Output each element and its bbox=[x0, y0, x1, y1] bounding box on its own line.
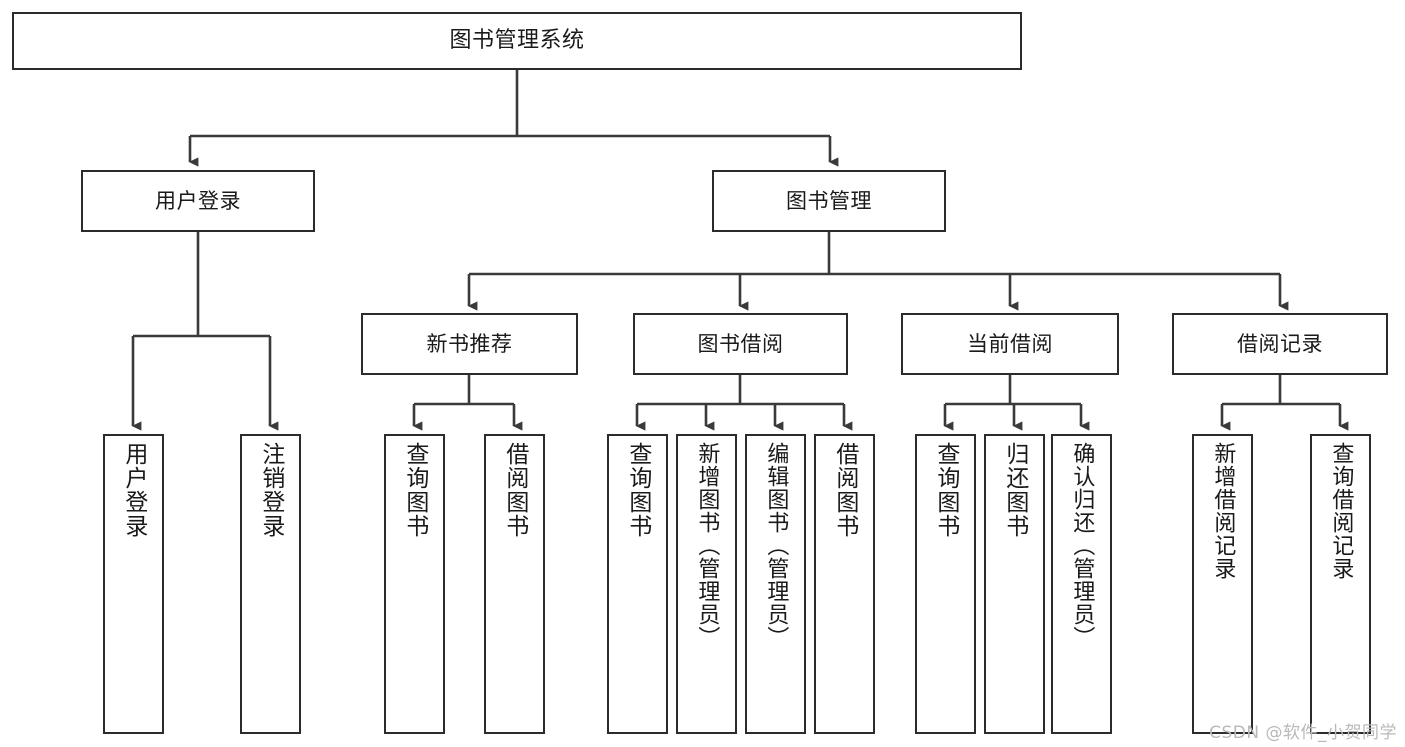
node-leaf-add-book-label: 新增图书（管理员） bbox=[694, 442, 720, 649]
node-leaf-query-book-b-label: 查询图书 bbox=[624, 442, 651, 538]
node-book-manage[interactable]: 图书管理 bbox=[712, 170, 946, 232]
node-leaf-query-book-a-label: 查询图书 bbox=[401, 442, 428, 538]
node-leaf-borrow-book-a-label: 借阅图书 bbox=[501, 442, 528, 538]
node-book-borrow-label: 图书借阅 bbox=[697, 331, 784, 356]
node-user-login[interactable]: 用户登录 bbox=[81, 170, 315, 232]
node-leaf-user-login-label: 用户登录 bbox=[120, 442, 147, 538]
node-leaf-add-book[interactable]: 新增图书（管理员） bbox=[676, 434, 737, 734]
node-current-borrow-label: 当前借阅 bbox=[967, 331, 1053, 356]
node-leaf-query-record[interactable]: 查询借阅记录 bbox=[1310, 434, 1371, 734]
node-book-manage-label: 图书管理 bbox=[786, 188, 872, 213]
node-leaf-return-book-label: 归还图书 bbox=[1001, 442, 1028, 538]
node-leaf-query-book-c-label: 查询图书 bbox=[932, 442, 959, 538]
node-leaf-return-book[interactable]: 归还图书 bbox=[984, 434, 1045, 734]
node-current-borrow[interactable]: 当前借阅 bbox=[901, 313, 1119, 375]
node-leaf-user-login[interactable]: 用户登录 bbox=[103, 434, 164, 734]
node-leaf-confirm-return[interactable]: 确认归还（管理员） bbox=[1051, 434, 1112, 734]
node-leaf-edit-book[interactable]: 编辑图书（管理员） bbox=[745, 434, 806, 734]
node-leaf-query-book-c[interactable]: 查询图书 bbox=[915, 434, 976, 734]
node-leaf-borrow-book-b[interactable]: 借阅图书 bbox=[814, 434, 875, 734]
watermark-text: CSDN @软件_小贺同学 bbox=[1209, 723, 1397, 743]
node-new-book-recommend-label: 新书推荐 bbox=[426, 331, 513, 356]
node-leaf-add-record[interactable]: 新增借阅记录 bbox=[1192, 434, 1253, 734]
node-leaf-logout-label: 注销登录 bbox=[257, 442, 284, 538]
node-borrow-record-label: 借阅记录 bbox=[1237, 331, 1323, 356]
node-new-book-recommend[interactable]: 新书推荐 bbox=[361, 313, 578, 375]
node-leaf-confirm-return-label: 确认归还（管理员） bbox=[1069, 442, 1095, 649]
node-leaf-borrow-book-a[interactable]: 借阅图书 bbox=[484, 434, 545, 734]
node-root[interactable]: 图书管理系统 bbox=[12, 12, 1022, 70]
node-borrow-record[interactable]: 借阅记录 bbox=[1172, 313, 1388, 375]
node-leaf-edit-book-label: 编辑图书（管理员） bbox=[763, 442, 789, 649]
node-user-login-label: 用户登录 bbox=[155, 188, 241, 213]
node-leaf-logout[interactable]: 注销登录 bbox=[240, 434, 301, 734]
node-root-label: 图书管理系统 bbox=[449, 28, 585, 54]
node-book-borrow[interactable]: 图书借阅 bbox=[633, 313, 848, 375]
node-leaf-query-book-b[interactable]: 查询图书 bbox=[607, 434, 668, 734]
node-leaf-add-record-label: 新增借阅记录 bbox=[1210, 442, 1236, 580]
node-leaf-query-book-a[interactable]: 查询图书 bbox=[384, 434, 445, 734]
node-leaf-query-record-label: 查询借阅记录 bbox=[1328, 442, 1354, 580]
node-leaf-borrow-book-b-label: 借阅图书 bbox=[831, 442, 858, 538]
